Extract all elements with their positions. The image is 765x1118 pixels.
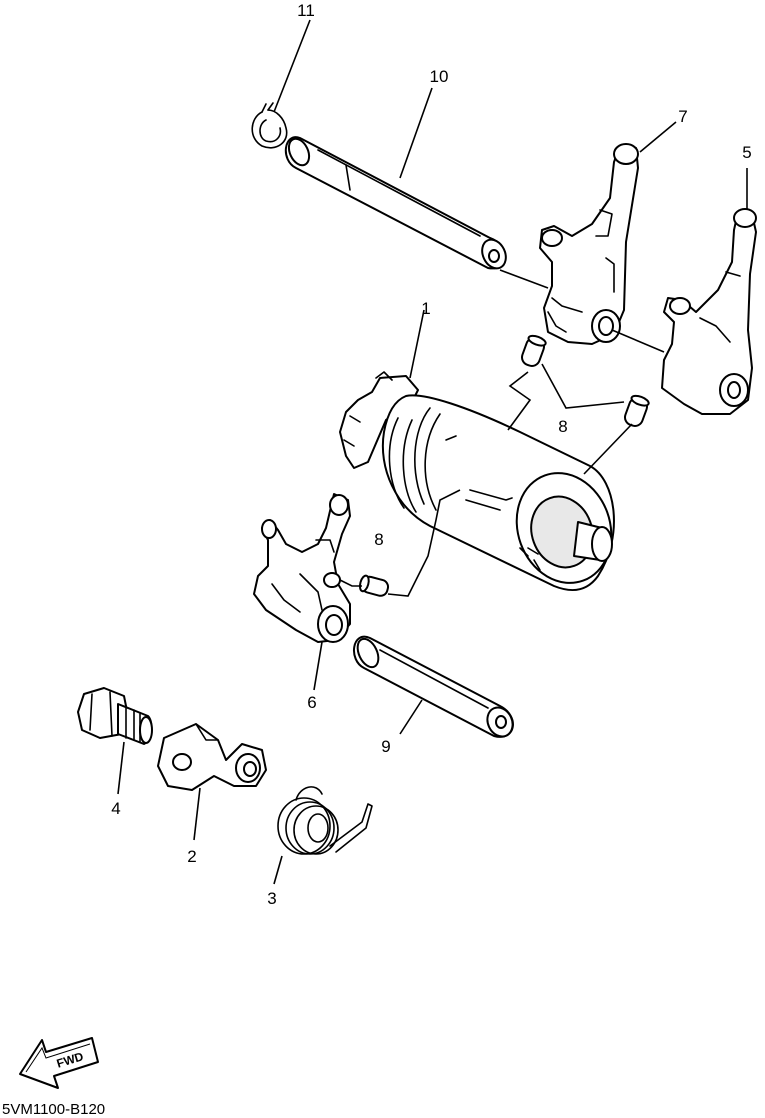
callout-8-upper: 8: [558, 417, 567, 436]
part-9-guide-bar: [352, 635, 514, 738]
part-7-shift-fork: [539, 143, 639, 345]
leader-lines: [117, 19, 748, 885]
callout-8-lower: 8: [374, 530, 383, 549]
callouts: 11 10 7 5 1 8 8 6 9 4 2 3: [111, 1, 751, 908]
callout-1: 1: [421, 299, 430, 318]
callout-7: 7: [678, 107, 687, 126]
callout-3: 3: [267, 889, 276, 908]
callout-9: 9: [381, 737, 390, 756]
part-6-shift-fork: [253, 493, 351, 643]
callout-4: 4: [111, 799, 120, 818]
forward-arrow-icon: FWD: [19, 1037, 99, 1089]
part-4-bolt: [77, 687, 153, 745]
part-5-shift-fork: [661, 208, 757, 415]
part-11-circlip: [251, 102, 288, 149]
part-1-shift-drum: [339, 371, 615, 592]
callout-6: 6: [307, 693, 316, 712]
diagram-code: 5VM1100-B120: [2, 1101, 105, 1118]
callout-10: 10: [430, 67, 449, 86]
part-2-plate: [157, 723, 267, 791]
part-3-torsion-spring: [277, 786, 373, 855]
part-10-guide-bar: [285, 136, 507, 270]
callout-2: 2: [187, 847, 196, 866]
part-8-dowel-pins: [358, 334, 650, 597]
callout-5: 5: [742, 143, 751, 162]
callout-11: 11: [297, 1, 315, 20]
